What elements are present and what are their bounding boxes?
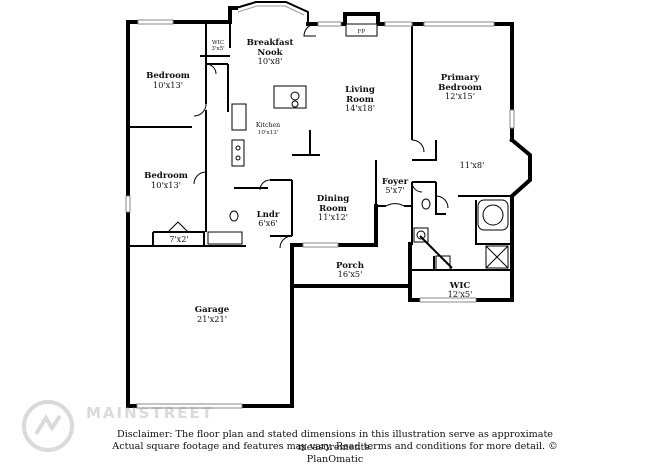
- exterior-walls: [126, 6, 532, 408]
- garage-dim: 21'x21': [197, 314, 227, 324]
- logo-circle-icon: [22, 400, 74, 452]
- bedroom-1-dim: 10'x13': [153, 80, 183, 90]
- closet-dim: 7'x2': [169, 234, 189, 244]
- living-room-dim: 14'x18': [345, 103, 375, 113]
- laundry-name: Lndr: [257, 210, 280, 220]
- dining-room-dim: 11'x12': [318, 212, 348, 222]
- breakfast-nook-name-1: Breakfast: [247, 38, 294, 48]
- foyer-name: Foyer: [382, 177, 409, 187]
- wic-small-name: WIC: [212, 40, 224, 46]
- bath-area-dim: 11'x8': [460, 160, 485, 170]
- wic-primary-dim: 12'x5': [448, 289, 473, 299]
- dining-room-name-2: Room: [319, 204, 347, 214]
- windows: [125, 19, 515, 409]
- fireplace-box: [345, 23, 378, 37]
- bay-window-nook: [235, 1, 309, 24]
- living-room-name-2: Room: [346, 95, 374, 105]
- primary-bedroom-name-1: Primary: [441, 73, 480, 83]
- disclaimer-line-2: Actual square footage and features may v…: [112, 441, 558, 465]
- wic-primary-name: WIC: [449, 281, 471, 291]
- disclaimer-line-1: Disclaimer: The floor plan and stated di…: [117, 429, 553, 453]
- laundry-dim: 6'x6': [258, 218, 278, 228]
- dining-room-name-1: Dining: [317, 194, 350, 204]
- breakfast-nook-name-2: Nook: [257, 48, 283, 58]
- garage-name: Garage: [195, 305, 230, 315]
- interior-walls: [128, 22, 512, 271]
- fireplace-label: FP: [358, 29, 366, 35]
- watermark-text: MAINSTREET: [86, 404, 214, 422]
- breakfast-nook-dim: 10'x8': [258, 56, 283, 66]
- porch-name: Porch: [336, 261, 365, 271]
- living-room-name-1: Living: [345, 85, 375, 95]
- foyer-dim: 5'x7': [385, 185, 405, 195]
- primary-bedroom-name-2: Bedroom: [438, 83, 482, 93]
- wic-small-dim: 3'x5': [211, 46, 224, 52]
- primary-bedroom-dim: 12'x15': [445, 91, 475, 101]
- porch-dim: 16'x5': [338, 269, 363, 279]
- kitchen-dim: 10'x13': [258, 130, 278, 136]
- fixtures: [167, 23, 509, 271]
- kitchen-name: Kitchen: [256, 122, 280, 129]
- bedroom-2-name: Bedroom: [144, 171, 188, 181]
- bedroom-1-name: Bedroom: [146, 71, 190, 81]
- bedroom-2-dim: 10'x13': [151, 180, 181, 190]
